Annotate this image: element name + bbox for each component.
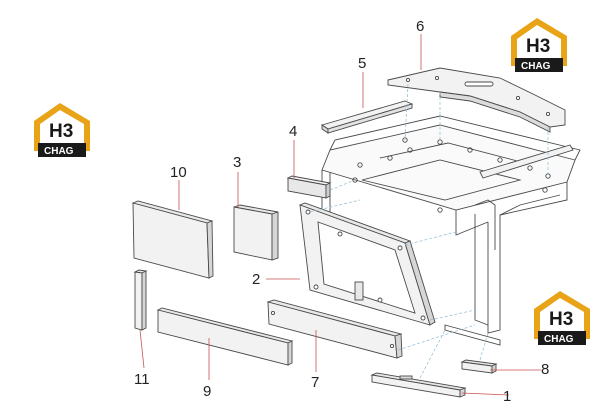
assembly-leader-lines [309,83,549,379]
machine-frame [321,115,581,346]
part-5-top-bar [320,100,414,134]
part-4-small-block [286,175,332,199]
svg-text:H3: H3 [549,309,573,330]
part-2-window-frame [298,202,436,326]
svg-text:CHAG: CHAG [544,334,574,345]
logo-watermark-bottom-right: H3 CHAG [534,291,590,345]
logo-watermark-top-right: H3 CHAG [511,18,567,72]
part-10-large-plate [131,200,214,279]
callout-11: 11 [134,371,150,388]
svg-text:CHAG: CHAG [44,146,74,157]
svg-text:CHAG: CHAG [521,61,551,72]
part-3-small-plate [233,204,279,261]
callout-10: 10 [170,164,187,181]
callout-8: 8 [541,361,549,378]
part-8-small-block [460,359,498,374]
callout-9: 9 [203,383,211,400]
callout-numbers: 6 5 4 3 10 2 11 9 7 8 1 [134,18,549,405]
part-7-bottom-rail [266,299,403,359]
svg-text:H3: H3 [49,121,73,142]
callout-4: 4 [289,123,297,140]
callout-6: 6 [416,18,424,35]
callout-5: 5 [358,55,366,72]
callout-3: 3 [233,154,241,171]
callout-2: 2 [252,271,260,288]
callout-1: 1 [503,388,511,405]
callout-7: 7 [311,374,319,391]
logo-watermark-left: H3 CHAG [34,103,90,157]
part-9-long-plank [156,307,294,366]
part-11-vertical-strip [133,269,148,331]
callout-leaders [139,34,541,396]
part-6-top-plate [387,67,566,133]
svg-text:H3: H3 [526,36,550,57]
part-1-bottom-channel [370,372,467,398]
